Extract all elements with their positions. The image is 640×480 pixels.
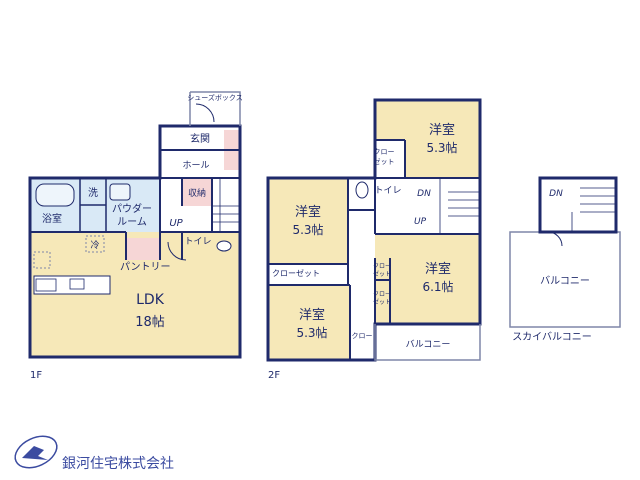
toilet-1f-fixture: [216, 240, 232, 252]
closet-d-label-1: クロー: [373, 291, 391, 298]
stairwell-outline: [538, 176, 618, 234]
fridge-mark-box: [85, 235, 105, 253]
room-a-name: 洋室: [295, 204, 321, 220]
pantry-label: パントリー: [120, 261, 171, 273]
room-c-fill: [375, 234, 480, 324]
closet-d-label-2: ゼット: [373, 298, 391, 306]
pantry-area: [126, 238, 160, 260]
logo-orbit-icon: [14, 435, 58, 469]
room-c-name: 洋室: [425, 261, 451, 277]
closet-b-fill: [375, 140, 405, 178]
toilet-2f-fixture: [355, 181, 369, 199]
stairs-2f: [439, 178, 480, 234]
door-arc-3f: [547, 231, 563, 247]
floor1-walls: [30, 149, 240, 260]
room-d-size: 5.3帖: [296, 325, 327, 340]
stove: [35, 278, 57, 292]
closet-b-label-2: ゼット: [374, 157, 395, 166]
closet-b-label-1: クロー: [374, 148, 395, 156]
floor-3: DN バルコニー スカイバルコニー: [509, 176, 621, 343]
closet-c-label-1: クロー: [373, 263, 391, 270]
hall-label: ホール: [182, 160, 209, 171]
floor2-label: 2F: [268, 370, 280, 381]
wash-basin: [109, 183, 131, 201]
room-a-size: 5.3帖: [292, 222, 323, 237]
closet-a-label: クローゼット: [272, 268, 320, 278]
door-arc-entrance: [195, 103, 215, 123]
sky-balcony-label: スカイバルコニー: [512, 331, 592, 343]
stairs-1f: [212, 178, 240, 232]
bathtub: [35, 183, 75, 207]
dn-label-3f: DN: [549, 189, 563, 199]
up-label-2f: UP: [414, 217, 427, 227]
toilet-1f-label: トイレ: [184, 237, 211, 247]
door-arc-1: [167, 241, 187, 261]
stairs-3f: [571, 187, 616, 232]
room-d-name: 洋室: [299, 307, 325, 323]
balcony-2f-label: バルコニー: [406, 339, 451, 350]
fridge-label: 冷: [90, 239, 99, 251]
balcony-2f-outline: [374, 324, 481, 361]
company-name: 銀河住宅株式会社: [62, 456, 174, 472]
room-b-name: 洋室: [429, 122, 455, 138]
up-label-1f: UP: [169, 218, 183, 229]
storage-area: [182, 178, 212, 206]
room-b-size: 5.3帖: [426, 140, 457, 155]
room-c-size: 6.1帖: [422, 279, 453, 294]
closet-a-fill: [268, 264, 348, 278]
powder-label-2: ルーム: [117, 216, 147, 228]
logo-bird-icon: [22, 446, 48, 460]
company-logo: 銀河住宅株式会社: [14, 435, 174, 472]
bath-label: 浴室: [42, 212, 62, 225]
floor1-label: 1F: [30, 370, 42, 381]
room-d-fill: [268, 285, 350, 360]
dn-label-2f: DN: [417, 189, 431, 199]
storage-label: 収納: [188, 187, 206, 199]
powder-label: パウダー: [112, 202, 152, 215]
sink: [69, 278, 85, 290]
floor-2: 洋室 5.3帖 洋室 5.3帖 洋室 6.1帖 洋室 5.3帖 クローゼット ク…: [266, 98, 482, 381]
floor2-walls: [268, 139, 480, 360]
floor-1: LDK 18帖 浴室 洗 パウダー ルーム パントリー 冷 玄関 ホール 収納 …: [28, 91, 243, 381]
toilet-2f-label: トイレ: [374, 186, 401, 196]
room-a-fill: [268, 178, 348, 264]
wash-label: 洗: [88, 187, 98, 199]
wash-walls: [79, 178, 107, 232]
entrance-label: 玄関: [190, 132, 210, 145]
closet-c-label-2: ゼット: [373, 270, 391, 278]
shoe-box-outline: [189, 91, 241, 126]
sky-balcony-area: [509, 231, 621, 328]
ldk-name: LDK: [136, 292, 165, 308]
fridge-space: [33, 251, 51, 269]
shoe-box-label: シューズボックス: [187, 93, 242, 102]
ldk-size: 18帖: [135, 315, 165, 330]
closet-e-label: クロー: [352, 332, 373, 340]
sky-balcony-inner-label: バルコニー: [540, 275, 590, 287]
